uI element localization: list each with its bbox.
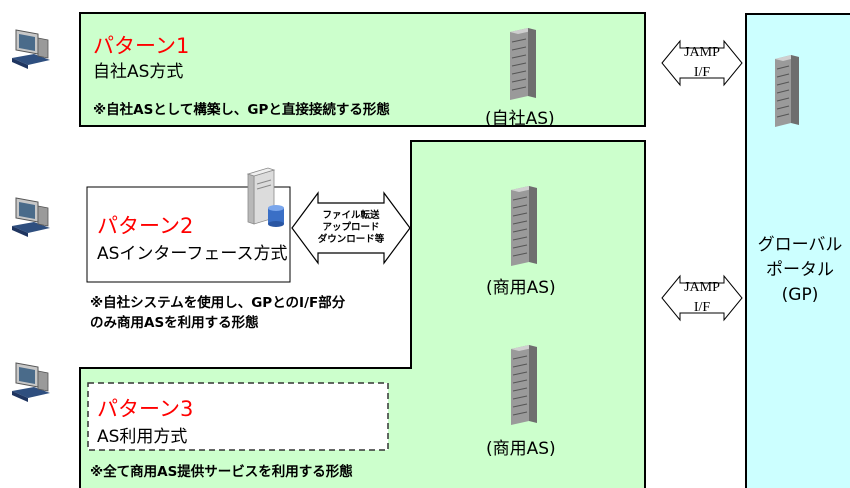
jamp-if-label-2: JAMP I/F [672, 278, 732, 318]
pattern1-box [79, 12, 646, 127]
pattern1-subtitle: 自社AS方式 [93, 62, 184, 82]
server-rack-icon [511, 186, 537, 266]
pattern2-server-label: (商用AS) [486, 278, 556, 298]
server-rack-icon [511, 345, 537, 425]
pattern3-box [87, 382, 389, 451]
transfer-label-line: ファイル転送 [322, 210, 380, 221]
pattern2-note-line2: のみ商用ASを利用する形態 [90, 315, 259, 331]
database-icon [268, 205, 284, 227]
pattern1-server-label: (自社AS) [485, 109, 555, 129]
portal-label-line: (GP) [781, 285, 819, 305]
global-portal-label: グローバル ポータル (GP) [750, 233, 850, 308]
jamp-arrow-1 [661, 39, 743, 87]
jamp-label-line: I/F [693, 65, 711, 80]
pattern1-note: ※自社ASとして構築し、GPと直接接続する形態 [93, 102, 390, 118]
pattern2-subtitle: ASインターフェース方式 [97, 244, 288, 264]
server-rack-icon [510, 28, 536, 100]
pattern1-title: パターン1 [93, 34, 190, 58]
transfer-label-line: ダウンロード等 [317, 234, 385, 245]
jamp-if-label-1: JAMP I/F [672, 43, 732, 83]
client-pc-icon [12, 29, 50, 69]
portal-label-line: グローバル [757, 235, 843, 255]
pattern3-note: ※全て商用AS提供サービスを利用する形態 [90, 464, 353, 480]
server-rack-icon [775, 55, 799, 127]
jamp-arrow-2 [661, 274, 743, 322]
pattern3-server-label: (商用AS) [486, 439, 556, 459]
portal-label-line: ポータル [766, 260, 834, 280]
jamp-label-line: JAMP [684, 45, 720, 60]
pattern2-title: パターン2 [97, 214, 194, 238]
transfer-label-line: アップロード [322, 222, 380, 233]
pattern3-title: パターン3 [97, 397, 194, 421]
client-pc-icon [12, 197, 50, 237]
pattern3-subtitle: AS利用方式 [97, 427, 188, 447]
transfer-label: ファイル転送 アップロード ダウンロード等 [314, 210, 388, 246]
pattern2-note-line1: ※自社システムを使用し、GPとのI/F部分 [90, 295, 346, 311]
client-pc-icon [12, 362, 50, 402]
transfer-arrow [291, 191, 411, 265]
jamp-label-line: I/F [693, 300, 711, 315]
jamp-label-line: JAMP [684, 280, 720, 295]
